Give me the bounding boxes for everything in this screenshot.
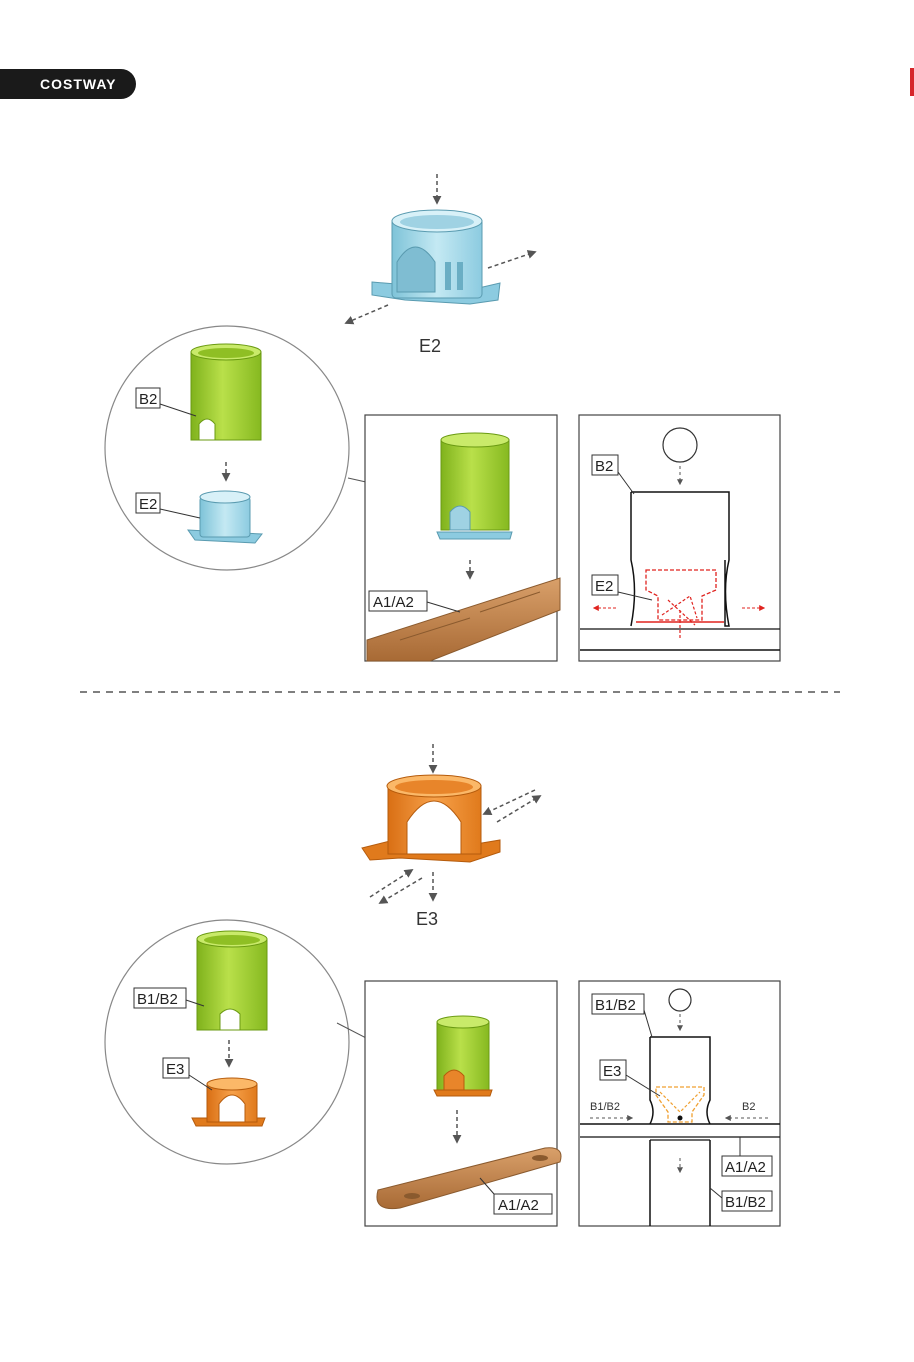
step2-zoom-bottom-label: E3 (166, 1061, 184, 1078)
step2-right-top-label: B1/B2 (595, 997, 636, 1014)
step2-part-label: E3 (416, 909, 438, 929)
step1-right-top-label: B2 (595, 458, 613, 475)
step2-right-mid-label: E3 (603, 1063, 621, 1080)
step2-zoom-top-label: B1/B2 (137, 991, 178, 1008)
step2-right-right-arrow-label: B2 (742, 1101, 755, 1113)
step2-right-panel: B1/B2 B2 B1/B2 E3 A1/A2 B1/B2 (579, 981, 780, 1226)
step1-zoom-bottom-label: E2 (139, 496, 157, 513)
step1-right-panel: B2 E2 (579, 415, 780, 661)
step1-right-mid-label: E2 (595, 578, 613, 595)
step1-part-label: E2 (419, 336, 441, 356)
step2-middle-panel: A1/A2 (365, 981, 561, 1226)
step2-section: E3 B1/B2 E3 (105, 744, 780, 1226)
step1-section: E2 B2 E2 (105, 174, 780, 661)
step2-right-lower-label2: B1/B2 (725, 1194, 766, 1211)
step1-middle-panel: A1/A2 (365, 415, 560, 661)
step2-right-left-arrow-label: B1/B2 (590, 1101, 620, 1113)
step2-right-lower-label1: A1/A2 (725, 1159, 766, 1176)
step1-zoom-top-label: B2 (139, 391, 157, 408)
step2-e3-part: E3 (362, 744, 540, 929)
step1-e2-part: E2 (346, 174, 535, 356)
step1-board-label: A1/A2 (373, 594, 414, 611)
step2-board-label: A1/A2 (498, 1197, 539, 1214)
